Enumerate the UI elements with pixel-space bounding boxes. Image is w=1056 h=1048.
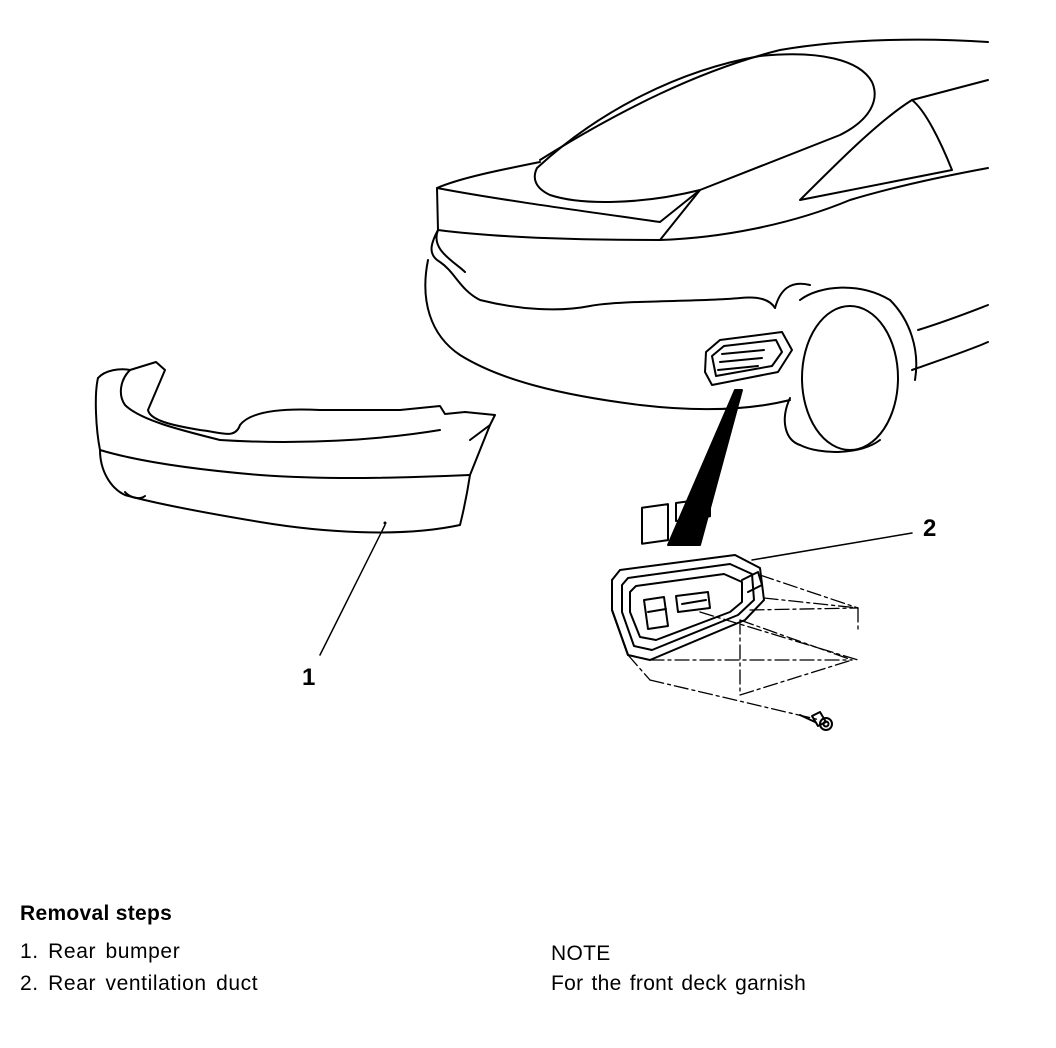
callout-number-2: 2 (923, 515, 937, 542)
car-lower-rear (425, 260, 790, 409)
rear-bumper-part (96, 362, 495, 532)
leader-line-2 (752, 533, 912, 560)
ventilation-duct-part (612, 498, 764, 660)
car-tire (802, 306, 898, 450)
leader-line-1 (320, 525, 385, 655)
car-duct-opening (705, 332, 792, 385)
note-label: NOTE (551, 942, 611, 965)
note-text: For the front deck garnish (551, 972, 807, 995)
projection-lines (628, 575, 858, 720)
car-wheel-arch (800, 288, 916, 380)
car-trunk-lid (437, 162, 700, 240)
removal-steps-title: Removal steps (20, 902, 173, 925)
removal-step-2: 2. Rear ventilation duct (20, 972, 259, 995)
callout-number-1: 1 (302, 664, 316, 691)
bumper-lower (100, 425, 490, 532)
bumper-crease (100, 450, 470, 478)
bumper-top-edge (98, 362, 495, 440)
car-rear-outline (425, 40, 988, 452)
diagram-svg (0, 0, 1056, 860)
car-tail-panel (432, 230, 776, 309)
screw-fastener (800, 712, 832, 730)
removal-step-1: 1. Rear bumper (20, 940, 181, 963)
car-side-window (800, 100, 952, 200)
exploded-diagram: 1 2 (0, 0, 1056, 860)
legend: Removal steps 1. Rear bumper 2. Rear ven… (20, 902, 1020, 1012)
car-rear-window (535, 54, 875, 202)
car-roof-line (540, 40, 988, 160)
detail-pointer (668, 390, 742, 545)
